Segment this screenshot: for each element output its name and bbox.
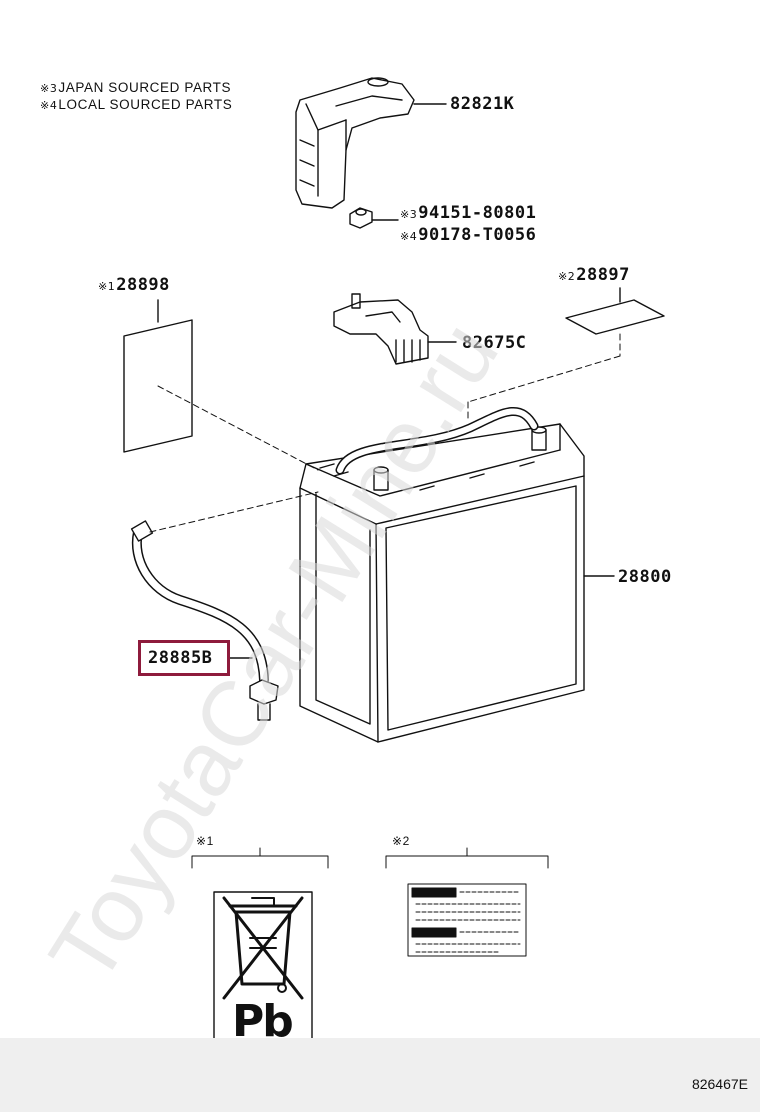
part-mark-4: ※4 (400, 230, 418, 243)
caution-label-sheet (565, 287, 665, 335)
recycle-label-sheet (123, 299, 193, 453)
part-mark-2: ※2 (558, 270, 576, 283)
note-text-local: LOCAL SOURCED PARTS (58, 97, 233, 112)
note-mark-3: ※3 (40, 82, 58, 95)
detail-mark-1: ※1 (196, 834, 214, 848)
note-japan-sourced: ※3JAPAN SOURCED PARTS (40, 80, 231, 95)
part-mark-3: ※3 (400, 208, 418, 221)
part-number-28885b[interactable]: 28885B (148, 648, 213, 668)
part-number-text: 28898 (116, 275, 170, 295)
part-number-82675c[interactable]: 82675C (462, 333, 527, 353)
nut-part (349, 207, 399, 229)
part-number-90178-t0056[interactable]: ※490178-T0056 (400, 225, 536, 245)
diagram-code: 826467E (691, 1076, 748, 1092)
part-number-94151-80801[interactable]: ※394151-80801 (400, 203, 536, 223)
part-number-text: 28897 (576, 265, 630, 285)
battery-part (299, 406, 615, 743)
note-mark-4: ※4 (40, 99, 58, 112)
part-number-28898[interactable]: ※128898 (98, 275, 170, 295)
detail-mark-2: ※2 (392, 834, 410, 848)
highlighted-part-box (138, 640, 230, 676)
terminal-part (333, 293, 457, 365)
caution-label-detail (407, 883, 527, 957)
part-mark-1: ※1 (98, 280, 116, 293)
battery-clamp-part (295, 77, 447, 209)
vent-hose-part (130, 520, 279, 721)
recycle-label-detail (213, 891, 313, 1053)
detail-brackets (191, 847, 549, 869)
part-number-text: 90178-T0056 (418, 225, 537, 245)
dashed-leaders (149, 333, 621, 533)
part-number-28897[interactable]: ※228897 (558, 265, 630, 285)
part-number-text: 94151-80801 (418, 203, 537, 223)
part-number-82821k[interactable]: 82821K (450, 94, 515, 114)
note-local-sourced: ※4LOCAL SOURCED PARTS (40, 97, 232, 112)
note-text-japan: JAPAN SOURCED PARTS (58, 80, 232, 95)
footer-band (0, 1038, 760, 1112)
part-number-28800[interactable]: 28800 (618, 567, 672, 587)
